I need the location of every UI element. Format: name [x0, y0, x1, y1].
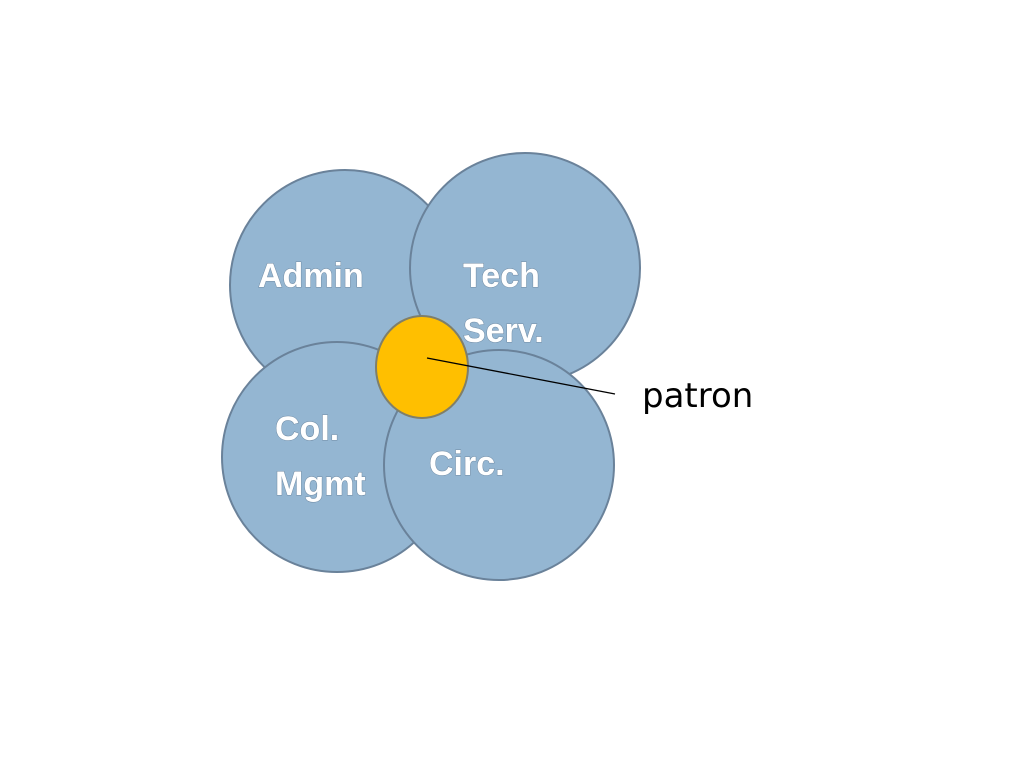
patron-callout-line: [426, 357, 616, 395]
admin-label: Admin: [258, 257, 364, 295]
patron-callout-label: patron: [642, 376, 753, 416]
serv-label: Serv.: [463, 312, 544, 350]
col-label: Col.: [275, 410, 339, 448]
mgmt-label: Mgmt: [275, 465, 366, 503]
circ-label: Circ.: [429, 445, 505, 483]
patron-center-circle: [375, 315, 469, 419]
tech-label: Tech: [463, 257, 540, 295]
